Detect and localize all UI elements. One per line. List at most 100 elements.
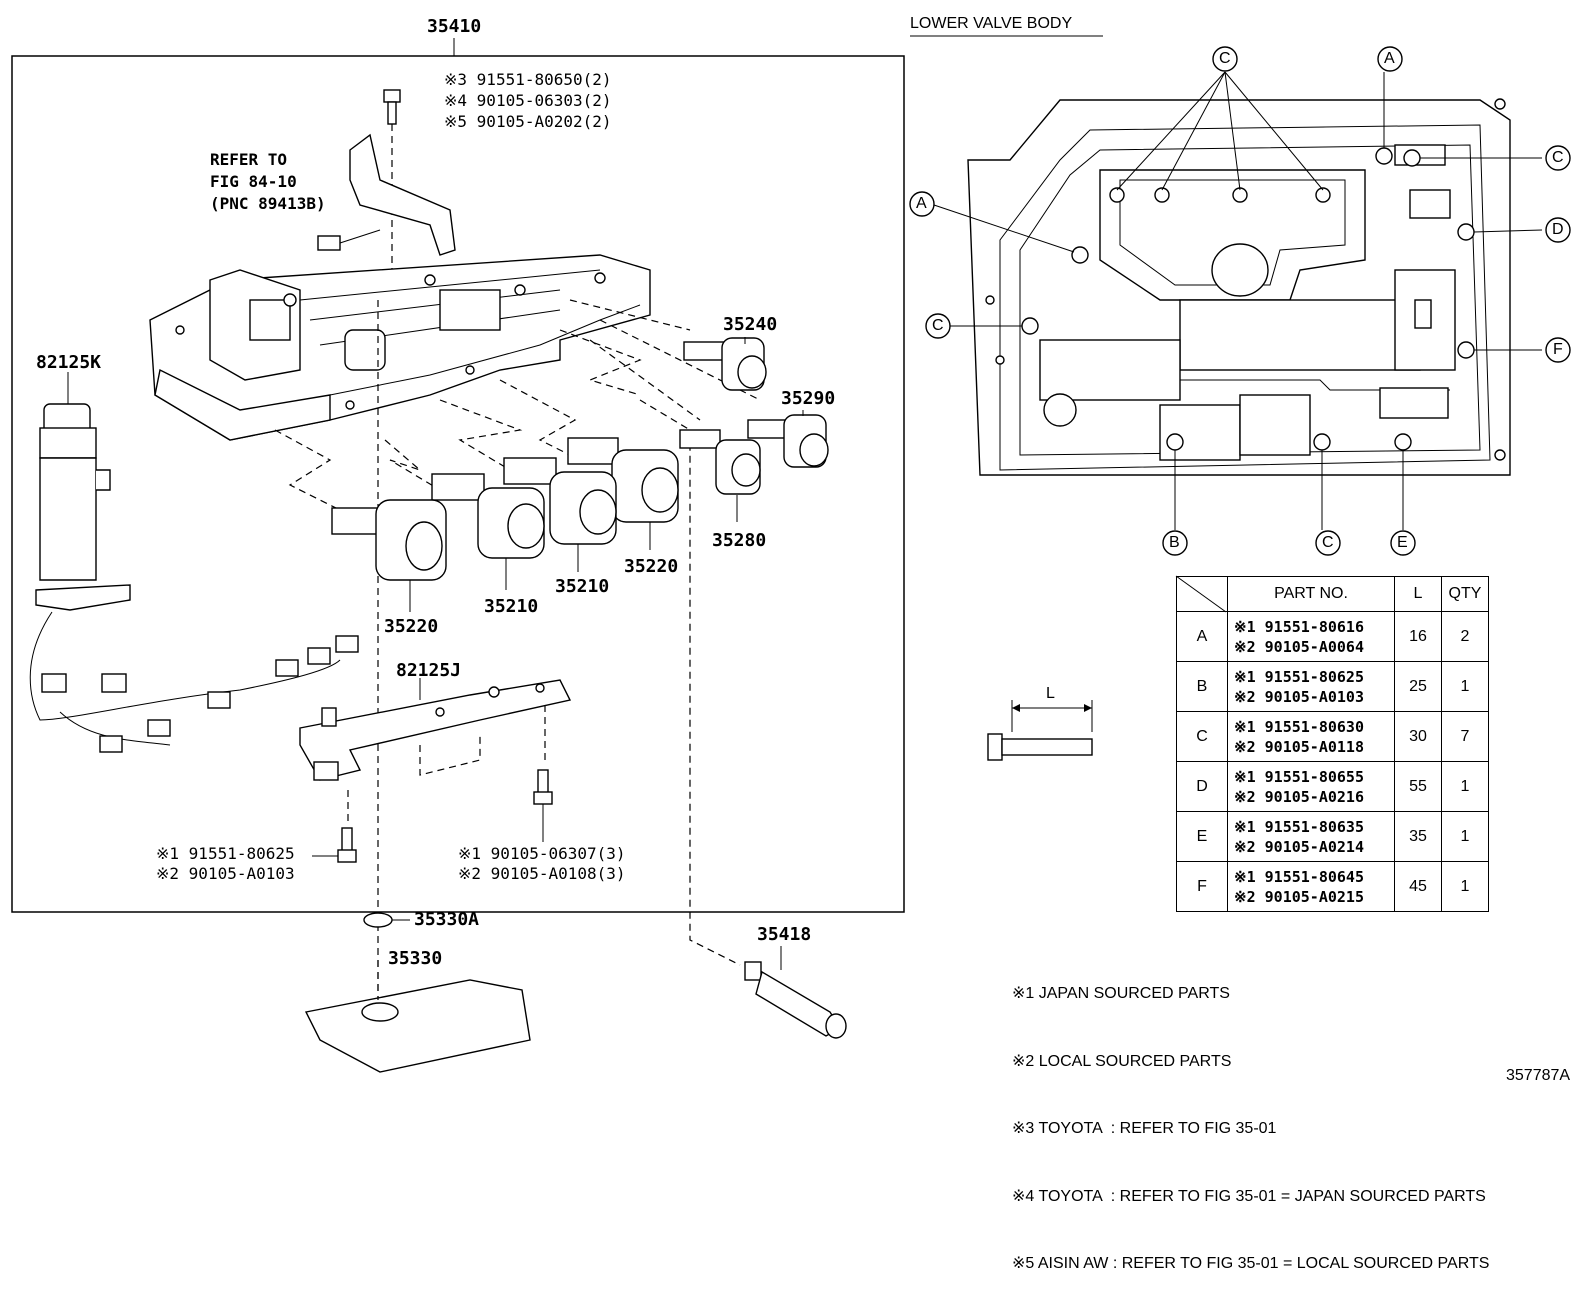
callout-c-bottom: C <box>1322 534 1334 551</box>
solenoid-35290-drawing <box>747 414 829 468</box>
assembly-frame <box>11 55 905 913</box>
bottom-right-bolt-part-1: ※1 90105-06307(3) <box>458 844 626 863</box>
row-qty: 1 <box>1441 661 1489 712</box>
note-1: ※1 JAPAN SOURCED PARTS <box>1012 985 1230 1002</box>
part-no-2: ※2 90105-A0118 <box>1234 737 1364 756</box>
part-no-2: ※2 90105-A0103 <box>1234 687 1364 706</box>
table-row: F ※1 91551-80645※2 90105-A0215 45 1 <box>1176 861 1489 912</box>
refer-line-3: (PNC 89413B) <box>210 194 326 213</box>
bottom-right-bolt-part-2: ※2 90105-A0108(3) <box>458 864 626 883</box>
row-qty: 2 <box>1441 611 1489 662</box>
refer-line-2: FIG 84-10 <box>210 172 297 191</box>
plate-drawing <box>299 679 572 781</box>
row-qty: 7 <box>1441 711 1489 762</box>
callout-c-top: C <box>1219 50 1231 67</box>
row-l: 55 <box>1394 761 1442 812</box>
bolt-table: PART NO. L QTY A ※1 91551-80616※2 90105-… <box>1176 576 1489 912</box>
row-id: B <box>1176 661 1228 712</box>
row-part-no: ※1 91551-80630※2 90105-A0118 <box>1227 711 1395 762</box>
callout-c-left: C <box>932 317 944 334</box>
solenoid-35220-left-drawing <box>331 499 447 581</box>
assembly-number: 35410 <box>427 16 482 37</box>
bolt-length-label: L <box>1046 685 1055 702</box>
callout-a-left: A <box>916 195 927 212</box>
part-no-2: ※2 90105-A0064 <box>1234 637 1364 656</box>
row-id: C <box>1176 711 1228 762</box>
harness-drawing <box>29 403 359 753</box>
bolt-length-drawing <box>987 700 1093 761</box>
part-no-1: ※1 91551-80655 <box>1234 767 1364 786</box>
oring-drawing <box>363 912 393 928</box>
row-part-no: ※1 91551-80625※2 90105-A0103 <box>1227 661 1395 712</box>
table-row: C ※1 91551-80630※2 90105-A0118 30 7 <box>1176 711 1489 762</box>
row-l: 45 <box>1394 861 1442 912</box>
table-row: D ※1 91551-80655※2 90105-A0216 55 1 <box>1176 761 1489 812</box>
solenoid-35210-left-drawing <box>431 473 545 559</box>
callout-a-top: A <box>1384 50 1395 67</box>
plate-number: 82125J <box>396 660 462 681</box>
row-id: A <box>1176 611 1228 662</box>
part-35220-right: 35220 <box>624 556 679 577</box>
table-row: B ※1 91551-80625※2 90105-A0103 25 1 <box>1176 661 1489 712</box>
bolt-holes <box>1021 147 1475 451</box>
strainer-drawing <box>304 979 531 1073</box>
callout-f: F <box>1553 341 1563 358</box>
note-2: ※2 LOCAL SOURCED PARTS <box>1012 1052 1232 1070</box>
row-l: 35 <box>1394 811 1442 862</box>
row-qty: 1 <box>1441 811 1489 862</box>
callout-d: D <box>1552 221 1564 238</box>
row-part-no: ※1 91551-80655※2 90105-A0216 <box>1227 761 1395 812</box>
part-35240: 35240 <box>723 314 778 335</box>
figure-number: 357787A <box>1506 1067 1571 1084</box>
callout-e: E <box>1397 534 1408 551</box>
header-l: L <box>1394 576 1442 612</box>
solenoid-35280-drawing <box>679 429 761 495</box>
bracket-drawing <box>317 133 456 256</box>
refer-line-1: REFER TO <box>210 150 288 169</box>
row-l: 25 <box>1394 661 1442 712</box>
part-no-2: ※2 90105-A0216 <box>1234 787 1364 806</box>
note-4: ※4 TOYOTA : REFER TO FIG 35-01 = JAPAN S… <box>1012 1187 1486 1205</box>
part-no-2: ※2 90105-A0214 <box>1234 837 1364 856</box>
row-id: E <box>1176 811 1228 862</box>
top-bolt-part-2: ※4 90105-06303(2) <box>444 91 612 110</box>
part-35210-left: 35210 <box>484 596 539 617</box>
part-35280: 35280 <box>712 530 767 551</box>
top-bolt-part-1: ※3 91551-80650(2) <box>444 70 612 89</box>
part-35290: 35290 <box>781 388 836 409</box>
harness-number: 82125K <box>36 352 102 373</box>
row-id: F <box>1176 861 1228 912</box>
exploded-diagram <box>11 35 1571 1073</box>
note-5: ※5 AISIN AW : REFER TO FIG 35-01 = LOCAL… <box>1012 1255 1490 1272</box>
solenoid-35210-right-drawing <box>503 457 617 545</box>
strainer-number: 35330 <box>388 948 443 969</box>
bolt-bl-drawing <box>312 827 357 863</box>
row-id: D <box>1176 761 1228 812</box>
row-part-no: ※1 91551-80645※2 90105-A0215 <box>1227 861 1395 912</box>
top-bolt-part-3: ※5 90105-A0202(2) <box>444 112 612 131</box>
header-part-no: PART NO. <box>1227 576 1395 612</box>
row-l: 30 <box>1394 711 1442 762</box>
bottom-left-bolt-part-1: ※1 91551-80625 <box>156 844 295 863</box>
row-l: 16 <box>1394 611 1442 662</box>
callout-c-right: C <box>1552 149 1564 166</box>
part-no-1: ※1 91551-80616 <box>1234 617 1364 636</box>
table-row: A ※1 91551-80616※2 90105-A0064 16 2 <box>1176 611 1489 662</box>
row-part-no: ※1 91551-80616※2 90105-A0064 <box>1227 611 1395 662</box>
header-blank <box>1176 576 1228 612</box>
part-no-2: ※2 90105-A0215 <box>1234 887 1364 906</box>
solenoid-35240-drawing <box>683 337 767 391</box>
row-qty: 1 <box>1441 861 1489 912</box>
part-35220-left: 35220 <box>384 616 439 637</box>
table-row: E ※1 91551-80635※2 90105-A0214 35 1 <box>1176 811 1489 862</box>
bolt-br-drawing <box>533 769 553 842</box>
note-3: ※3 TOYOTA : REFER TO FIG 35-01 <box>1012 1120 1277 1137</box>
row-part-no: ※1 91551-80635※2 90105-A0214 <box>1227 811 1395 862</box>
row-qty: 1 <box>1441 761 1489 812</box>
lower-valve-body-title: LOWER VALVE BODY <box>910 15 1073 32</box>
part-no-1: ※1 91551-80630 <box>1234 717 1364 736</box>
pipe-number: 35418 <box>757 924 812 945</box>
pipe-drawing <box>744 961 847 1039</box>
part-no-1: ※1 91551-80635 <box>1234 817 1364 836</box>
table-header: PART NO. L QTY <box>1176 576 1489 612</box>
